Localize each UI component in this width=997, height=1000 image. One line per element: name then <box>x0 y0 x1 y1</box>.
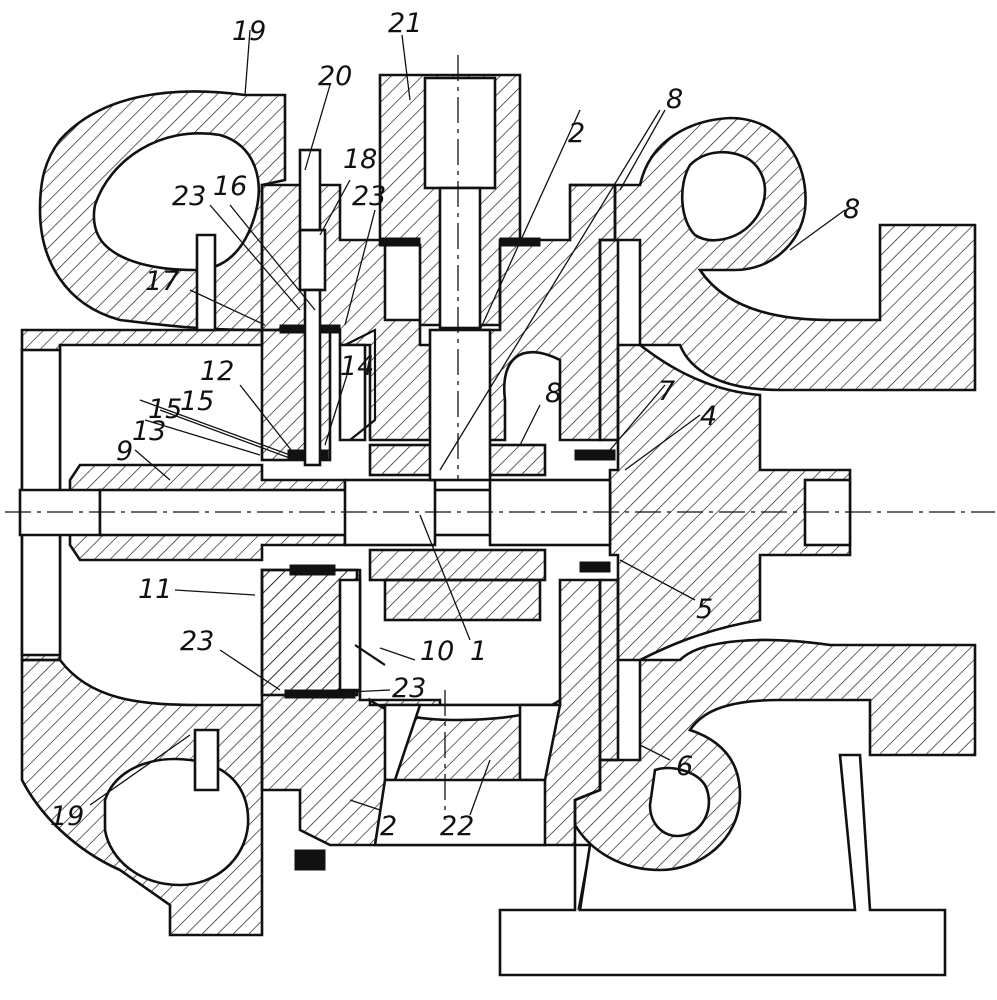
turbine-wheel-4 <box>608 343 852 662</box>
label-8-right: 8 <box>843 194 860 225</box>
label-13: 13 <box>132 416 166 447</box>
label-16: 16 <box>213 171 247 202</box>
label-11: 11 <box>138 574 172 605</box>
label-21: 21 <box>388 8 422 39</box>
label-8-mid: 8 <box>545 378 562 409</box>
oil-deflector-10 <box>344 328 386 666</box>
turbine-housing-8 <box>570 116 977 872</box>
label-18: 18 <box>343 144 377 175</box>
label-6: 6 <box>676 751 693 782</box>
oil-inlet-21 <box>378 73 541 330</box>
label-15-b: 15 <box>180 386 214 417</box>
label-19-bottom: 19 <box>50 801 84 832</box>
label-23-top-left: 23 <box>172 181 206 212</box>
compressor-housing-19 <box>20 90 287 937</box>
label-23-top-right: 23 <box>352 181 386 212</box>
label-15-a: 15 <box>148 394 182 425</box>
label-23-bottom-right: 23 <box>392 673 426 704</box>
label-9: 9 <box>116 436 133 467</box>
label-23-bottom-left: 23 <box>180 626 214 657</box>
label-14: 14 <box>340 351 374 382</box>
label-8-top: 8 <box>666 84 683 115</box>
label-20: 20 <box>318 61 352 92</box>
label-5: 5 <box>696 594 713 625</box>
part-labels: 1 2 2 4 5 6 7 8 8 8 9 10 11 12 13 14 15 … <box>50 8 860 842</box>
label-4: 4 <box>700 401 717 432</box>
heat-shield-6 <box>574 238 620 762</box>
label-2-bottom: 2 <box>380 811 397 842</box>
label-2-top: 2 <box>568 118 585 149</box>
leader-lines <box>89 29 846 816</box>
label-12: 12 <box>200 356 234 387</box>
label-7: 7 <box>658 376 675 407</box>
label-22: 22 <box>440 811 474 842</box>
label-19-top: 19 <box>232 16 266 47</box>
label-10: 10 <box>420 636 454 667</box>
label-1: 1 <box>470 636 487 667</box>
label-17: 17 <box>145 266 179 297</box>
oil-outlet-22 <box>373 778 547 847</box>
mounting-foot <box>498 753 947 977</box>
